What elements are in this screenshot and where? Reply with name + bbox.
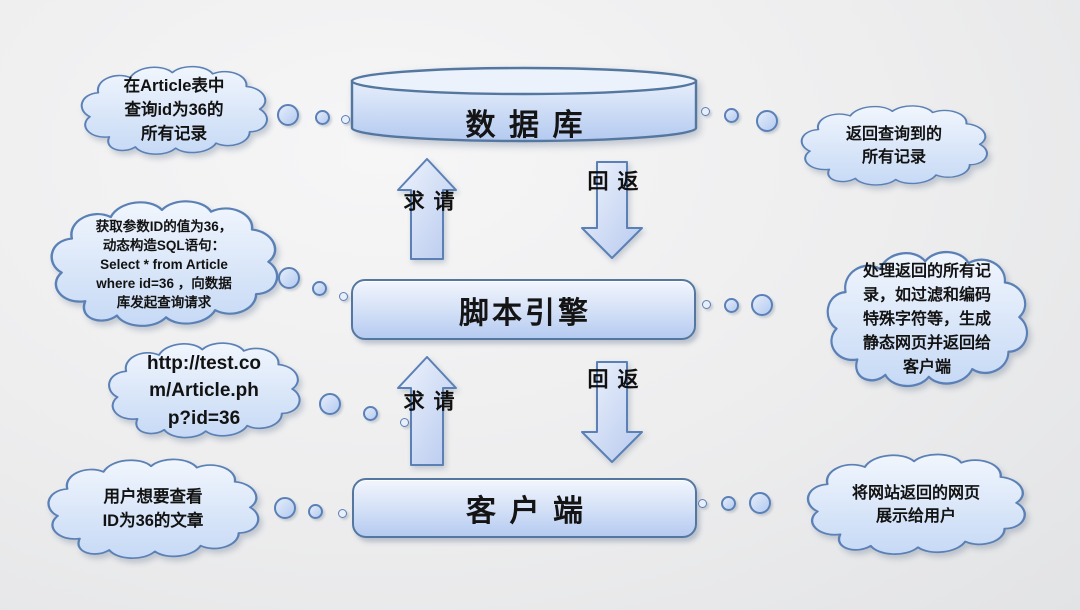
thought-text: 获取参数ID的值为36， 动态构造SQL语句： Select * from Ar… — [95, 218, 233, 311]
up-arrow-icon — [397, 158, 457, 260]
thought-text: 在Article表中 查询id为36的 所有记录 — [123, 77, 225, 143]
thought-dot — [751, 294, 773, 316]
thought-cloud-process-result: 处理返回的所有记 录，如过滤和编码 特殊字符等，生成 静态网页并返回给 客户端 — [813, 242, 1041, 398]
thought-text: http://test.co m/Article.ph p?id=36 — [147, 352, 261, 429]
thought-dot — [315, 110, 330, 125]
thought-cloud-db-result: 返回查询到的 所有记录 — [788, 100, 1000, 192]
thought-cloud-build-sql: 获取参数ID的值为36， 动态构造SQL语句： Select * from Ar… — [35, 192, 293, 337]
node-database: 数据库 — [350, 66, 698, 144]
arrow-return-to-client-label: 返回 — [585, 368, 638, 405]
thought-cloud-user-intent: 用户想要查看 ID为36的文章 — [33, 452, 273, 567]
arrow-request-to-database-label: 请求 — [401, 190, 454, 227]
thought-dot — [308, 504, 323, 519]
thought-dot — [278, 267, 300, 289]
thought-text: 用户想要查看 ID为36的文章 — [102, 487, 204, 530]
thought-dot — [721, 496, 736, 511]
thought-dot — [319, 393, 341, 415]
arrow-request-to-engine-label: 请求 — [401, 390, 454, 427]
arrow-return-to-engine-label: 返回 — [585, 170, 638, 207]
thought-dot — [338, 509, 347, 518]
thought-dot — [756, 110, 778, 132]
arrow-request-to-database — [396, 157, 458, 261]
up-arrow-icon — [397, 356, 457, 466]
thought-cloud-db-query: 在Article表中 查询id为36的 所有记录 — [68, 60, 280, 162]
thought-dot — [274, 497, 296, 519]
arrow-request-to-engine — [396, 355, 458, 467]
thought-text: 将网站返回的网页 展示给用户 — [851, 484, 980, 525]
thought-dot — [341, 115, 350, 124]
thought-dot — [702, 300, 711, 309]
arrow-return-to-engine — [580, 160, 644, 260]
thought-dot — [400, 418, 409, 427]
thought-cloud-show-user: 将网站返回的网页 展示给用户 — [792, 447, 1040, 563]
down-arrow-icon — [581, 161, 643, 259]
thought-dot — [312, 281, 327, 296]
thought-text: 处理返回的所有记 录，如过滤和编码 特殊字符等，生成 静态网页并返回给 客户端 — [862, 263, 991, 376]
client-label: 客户端 — [466, 495, 597, 528]
database-cylinder-icon — [350, 66, 698, 143]
down-arrow-icon — [581, 361, 643, 463]
thought-dot — [701, 107, 710, 116]
thought-dot — [339, 292, 348, 301]
thought-dot — [363, 406, 378, 421]
thought-text: 返回查询到的 所有记录 — [845, 125, 942, 166]
thought-dot — [724, 298, 739, 313]
node-client: 客户端 — [352, 478, 697, 538]
thought-dot — [724, 108, 739, 123]
thought-cloud-request-url: http://test.co m/Article.ph p?id=36 — [95, 336, 313, 446]
thought-dot — [749, 492, 771, 514]
thought-dot — [698, 499, 707, 508]
arrow-return-to-client — [580, 360, 644, 464]
script-engine-label: 脚本引擎 — [459, 296, 591, 330]
thought-dot — [277, 104, 299, 126]
node-script-engine: 脚本引擎 — [351, 279, 696, 340]
database-label: 数据库 — [465, 109, 596, 142]
